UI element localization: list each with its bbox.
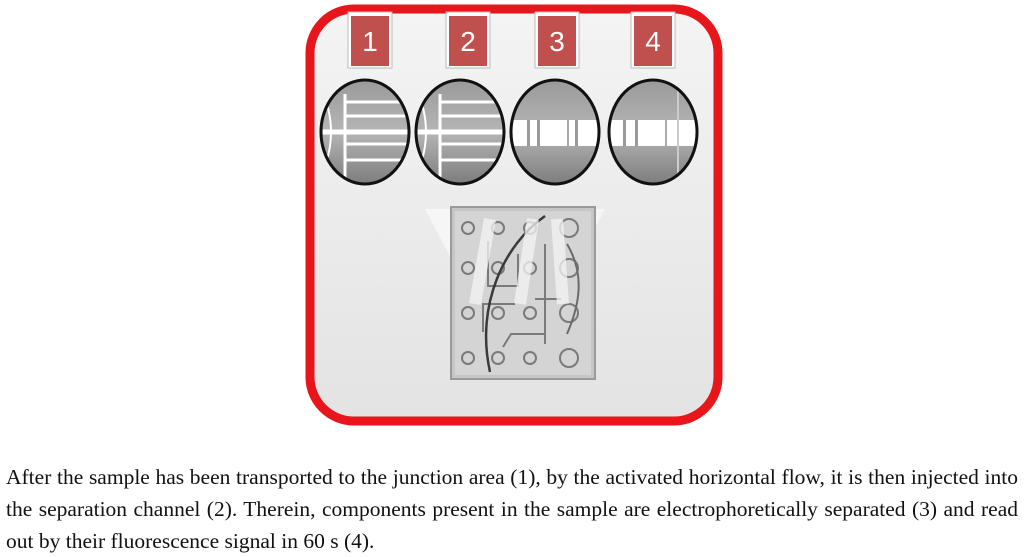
diagram-svg: 1 2 3 4 xyxy=(305,4,723,426)
magnified-view-2 xyxy=(414,78,506,186)
magnified-view-4 xyxy=(607,78,699,186)
magnified-view-3 xyxy=(509,78,601,186)
step-label-3-text: 3 xyxy=(549,26,565,57)
step-label-4: 4 xyxy=(630,11,676,69)
chip-diagram: 1 2 3 4 xyxy=(305,4,723,426)
step-label-4-text: 4 xyxy=(645,26,661,57)
figure-caption: After the sample has been transported to… xyxy=(6,464,1018,553)
step-label-1-text: 1 xyxy=(362,26,378,57)
step-label-2: 2 xyxy=(445,11,491,69)
step-label-2-text: 2 xyxy=(460,26,476,57)
step-label-1: 1 xyxy=(347,11,393,69)
step-label-3: 3 xyxy=(534,11,580,69)
magnified-view-1 xyxy=(319,78,411,186)
microfluidic-chip xyxy=(450,206,596,380)
